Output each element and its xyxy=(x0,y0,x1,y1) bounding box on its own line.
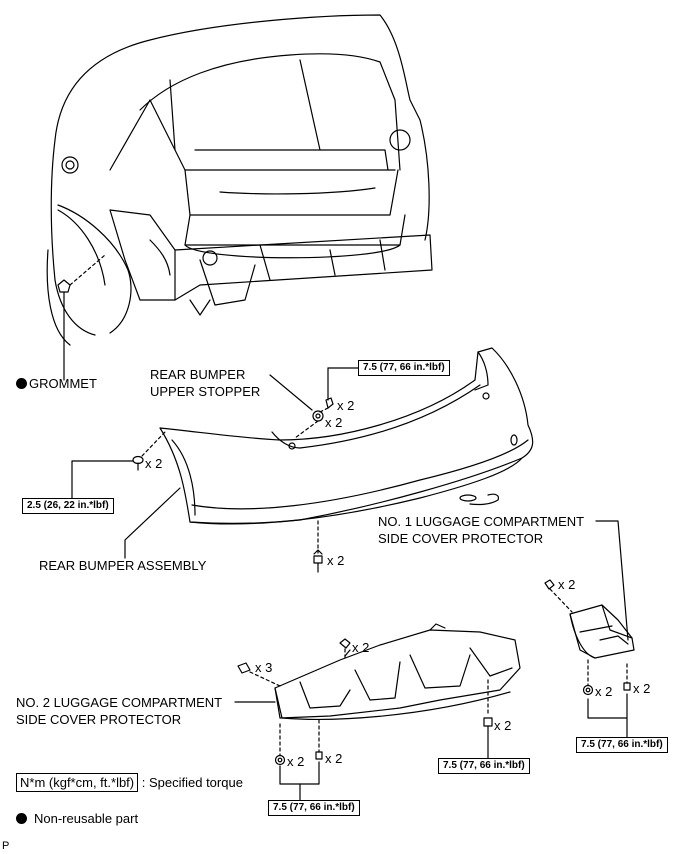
grommet-label: GROMMET xyxy=(29,376,97,391)
no2-protector-label-line1: NO. 2 LUGGAGE COMPARTMENT xyxy=(16,695,223,710)
bumper-bottom-screw xyxy=(313,549,323,573)
qty-bumper-side-screw: x 2 xyxy=(145,456,163,471)
qty-no1-right-screw: x 2 xyxy=(633,681,651,696)
rear-bumper-assembly-label: REAR BUMPER ASSEMBLY xyxy=(39,558,207,573)
corner-mark: P xyxy=(2,840,10,852)
torque-no2-bottom: 7.5 (77, 66 in.*lbf) xyxy=(268,800,360,816)
qty-stopper-clip: x 2 xyxy=(325,415,343,430)
qty-no1-left-clip: x 2 xyxy=(595,684,613,699)
bumper-side-screw xyxy=(71,431,166,499)
no1-protector-illustration xyxy=(544,520,635,739)
stopper-fasteners xyxy=(269,367,359,439)
qty-no2-left-screw: x 3 xyxy=(255,660,273,675)
no1-protector-label-line2: SIDE COVER PROTECTOR xyxy=(378,531,544,546)
qty-no2-top-screw: x 2 xyxy=(352,640,370,655)
upper-stopper-label-line2: UPPER STOPPER xyxy=(150,384,261,399)
legend-nonreusable-marker xyxy=(16,813,27,824)
qty-no2-bottom-clip: x 2 xyxy=(287,754,305,769)
qty-stopper-bolt: x 2 xyxy=(337,398,355,413)
vehicle-rear-illustration xyxy=(46,14,433,346)
qty-bumper-bottom-screw: x 2 xyxy=(327,553,345,568)
rear-bumper-illustration xyxy=(159,347,534,554)
legend-torque-unit: N*m (kgf*cm, ft.*lbf) xyxy=(16,773,139,792)
qty-no1-top-screw: x 2 xyxy=(558,577,576,592)
torque-no2-center: 7.5 (77, 66 in.*lbf) xyxy=(438,758,530,774)
bumper-assembly-leader xyxy=(124,487,181,559)
no2-protector-label-line2: SIDE COVER PROTECTOR xyxy=(16,712,182,727)
no2-protector-illustration xyxy=(234,623,521,801)
torque-bumper-side: 2.5 (26, 22 in.*lbf) xyxy=(22,498,114,514)
nonreusable-marker-grommet xyxy=(16,378,27,389)
qty-no2-right-screw: x 2 xyxy=(494,718,512,733)
torque-stopper: 7.5 (77, 66 in.*lbf) xyxy=(358,360,450,376)
grommet-part xyxy=(57,254,106,381)
no1-protector-label-line1: NO. 1 LUGGAGE COMPARTMENT xyxy=(378,514,585,529)
qty-no2-bottom-screw: x 2 xyxy=(325,751,343,766)
upper-stopper-label-line1: REAR BUMPER xyxy=(150,367,246,382)
torque-no1: 7.5 (77, 66 in.*lbf) xyxy=(576,737,668,753)
legend-nonreusable-desc: Non-reusable part xyxy=(34,811,139,826)
legend-torque: N*m (kgf*cm, ft.*lbf) : Specified torque xyxy=(16,773,243,792)
legend-torque-desc: : Specified torque xyxy=(141,775,243,790)
